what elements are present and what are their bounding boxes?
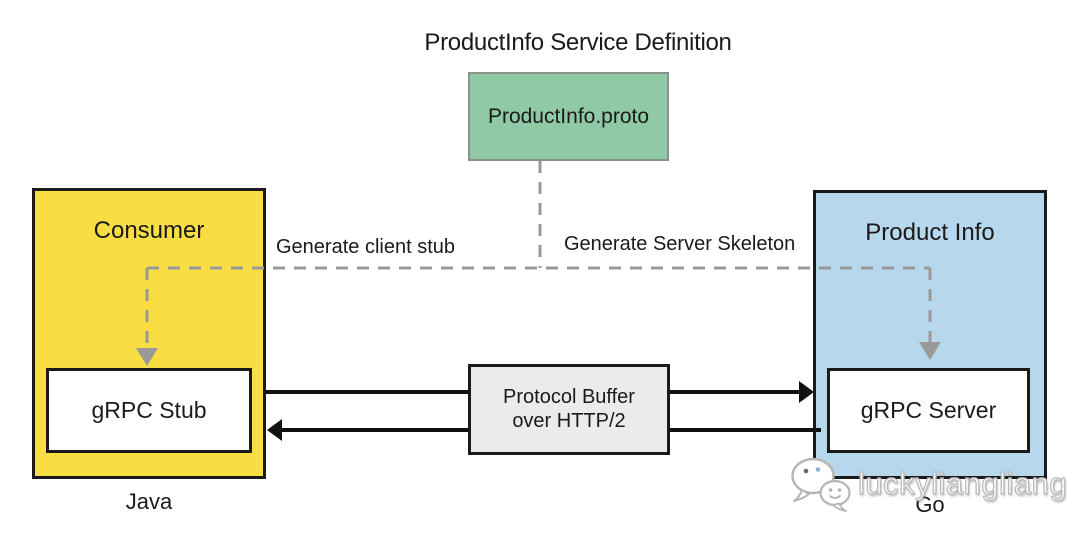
transport-label-line2: over HTTP/2: [512, 409, 626, 432]
transport-label-line1: Protocol Buffer: [503, 385, 635, 408]
diagram-title: ProductInfo Service Definition: [424, 29, 732, 56]
grpc-server-box: gRPC Server: [827, 368, 1030, 453]
watermark-text: luckyliangliang: [857, 465, 1068, 501]
generate-client-stub-label: Generate client stub: [276, 236, 455, 258]
request-arrowhead-icon: [799, 381, 814, 403]
provider-title: Product Info: [865, 219, 995, 246]
generate-server-skeleton-label: Generate Server Skeleton: [564, 233, 796, 255]
provider-language-label: Go: [915, 492, 945, 517]
wechat-icon: [791, 457, 851, 512]
response-arrowhead-icon: [267, 419, 282, 441]
watermark: luckyliangliang: [788, 455, 1067, 513]
grpc-stub-box: gRPC Stub: [46, 368, 252, 453]
proto-file-label: ProductInfo.proto: [487, 104, 650, 128]
protocol-buffer-box: Protocol Buffer over HTTP/2: [468, 364, 670, 455]
grpc-stub-label: gRPC Stub: [91, 397, 207, 423]
grpc-server-label: gRPC Server: [860, 397, 997, 423]
proto-file-box: ProductInfo.proto: [468, 72, 669, 161]
consumer-title: Consumer: [93, 217, 205, 244]
consumer-language-label: Java: [125, 489, 173, 514]
